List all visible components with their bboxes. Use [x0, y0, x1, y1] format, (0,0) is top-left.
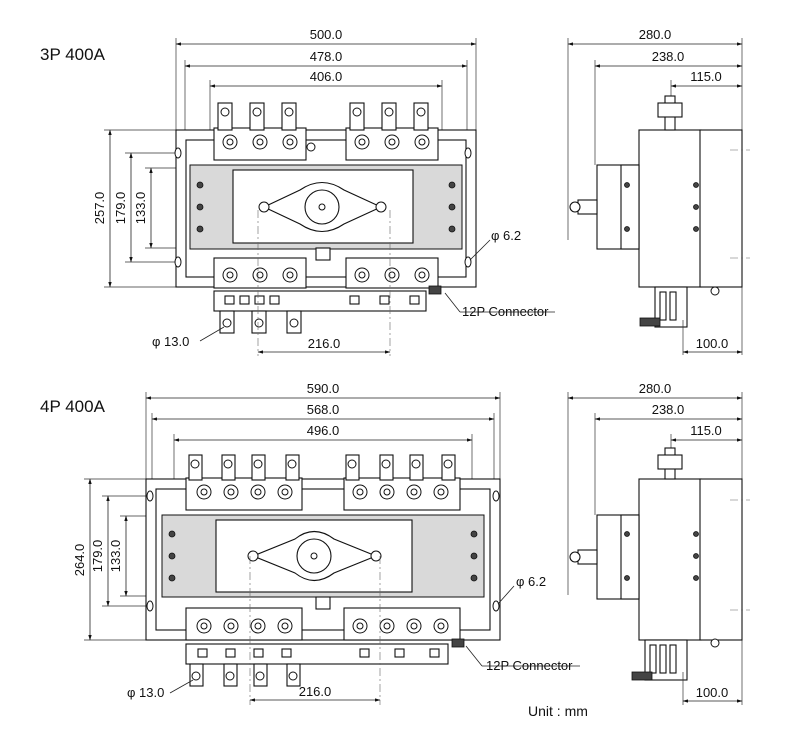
- upper-small-hole-leader: [469, 239, 491, 261]
- upper-section: 3P 400A 500.0 478.0 406.0: [40, 27, 750, 356]
- lower-top-terminals: [185, 454, 461, 511]
- lower-w-total: 590.0: [307, 381, 340, 396]
- upper-pitch: 216.0: [308, 336, 341, 351]
- lower-hole-small: φ 6.2: [516, 574, 546, 589]
- upper-mount-slot: [174, 147, 182, 159]
- lower-mount-slot: [146, 490, 154, 502]
- lower-hole-large: φ 13.0: [127, 685, 164, 700]
- lower-connector-leader: [465, 645, 483, 667]
- lower-side-rear-cover: [699, 478, 743, 641]
- lower-side-w-mid: 238.0: [652, 402, 685, 417]
- lower-bottom-terminals: [185, 596, 465, 687]
- lower-small-hole-leader: [497, 585, 515, 605]
- lower-w-inner: 496.0: [307, 423, 340, 438]
- upper-connector-leader: [444, 292, 461, 313]
- lower-side-w-bottom: 100.0: [696, 685, 729, 700]
- lower-w-mid: 568.0: [307, 402, 340, 417]
- upper-side-w-bottom: 100.0: [696, 336, 729, 351]
- lower-large-hole-leader: [169, 679, 194, 694]
- lower-side-w-inner: 115.0: [690, 423, 722, 438]
- upper-h-inner: 133.0: [133, 192, 148, 225]
- upper-h-total: 257.0: [92, 192, 107, 225]
- lower-h-inner: 133.0: [108, 540, 123, 573]
- lower-h-total: 264.0: [72, 544, 87, 577]
- upper-connector: 12P Connector: [462, 304, 549, 319]
- upper-h-mid: 179.0: [113, 192, 128, 225]
- upper-side-w-mid: 238.0: [652, 49, 685, 64]
- upper-hole-small: φ 6.2: [491, 228, 521, 243]
- upper-w-total: 500.0: [310, 27, 343, 42]
- upper-connector-block: [428, 285, 442, 295]
- lower-front-view: [145, 454, 501, 705]
- lower-title: 4P 400A: [40, 397, 106, 416]
- lower-front-height-dims: 264.0 179.0 133.0: [72, 478, 180, 641]
- upper-bottom-terminals: [213, 247, 442, 334]
- unit-label: Unit : mm: [528, 703, 588, 719]
- upper-top-terminals: [213, 102, 439, 161]
- upper-title: 3P 400A: [40, 45, 106, 64]
- upper-w-mid: 478.0: [310, 49, 343, 64]
- upper-w-inner: 406.0: [310, 69, 343, 84]
- upper-large-hole-leader: [199, 326, 225, 342]
- lower-side-view: 280.0 238.0 115.0: [567, 381, 750, 705]
- upper-side-rear-cover: [699, 129, 743, 288]
- lower-connector-block: [451, 638, 465, 648]
- lower-connector: 12P Connector: [486, 658, 573, 673]
- lower-pitch: 216.0: [299, 684, 332, 699]
- upper-side-w-inner: 115.0: [690, 69, 722, 84]
- upper-front-view: [174, 102, 477, 356]
- upper-hole-large: φ 13.0: [152, 334, 189, 349]
- lower-section: 4P 400A 590.0 568.0 496.0 264.0: [40, 381, 750, 705]
- upper-side-view: 280.0 238.0 115.0: [567, 27, 750, 355]
- lower-h-mid: 179.0: [90, 540, 105, 573]
- upper-side-w-total: 280.0: [639, 27, 672, 42]
- lower-side-w-total: 280.0: [639, 381, 672, 396]
